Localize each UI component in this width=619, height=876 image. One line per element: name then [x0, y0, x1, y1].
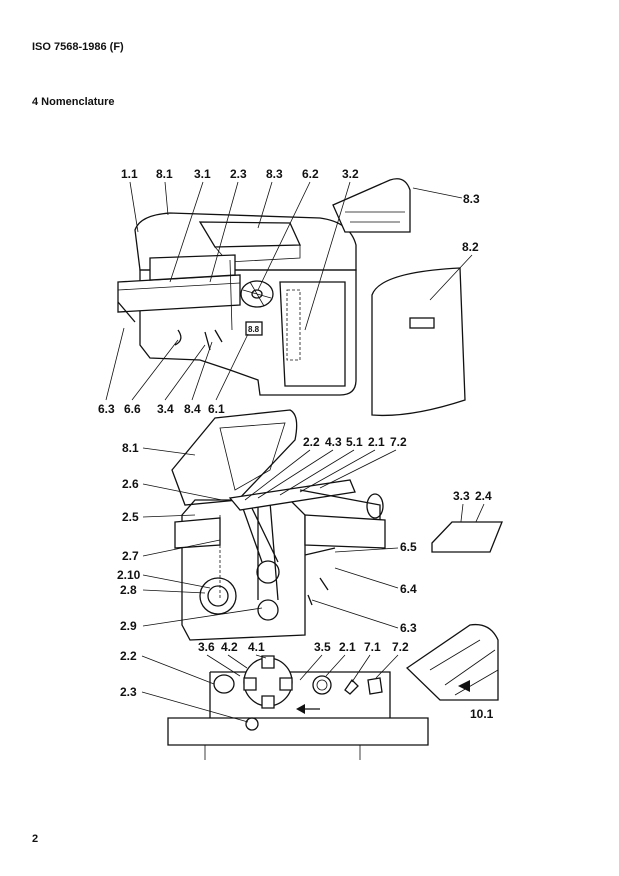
callout-8-1: 8.1 — [156, 167, 173, 181]
callout-1-1: 1.1 — [121, 167, 138, 181]
callout-2-2: 2.2 — [303, 435, 320, 449]
callout-2-6: 2.6 — [122, 477, 139, 491]
callout-10-1: 10.1 — [470, 707, 494, 721]
callout-6-6: 6.6 — [124, 402, 141, 416]
callout-2-4: 2.4 — [475, 489, 492, 503]
callout-6-1: 6.1 — [208, 402, 225, 416]
callout-6-3-top: 6.3 — [98, 402, 115, 416]
callout-7-1: 7.1 — [364, 640, 381, 654]
callout-2-10: 2.10 — [117, 568, 141, 582]
callout-2-7: 2.7 — [122, 549, 139, 563]
page-number: 2 — [32, 833, 39, 845]
section-heading: 4 Nomenclature — [32, 96, 115, 108]
bottom-callouts: 3.6 4.2 4.1 3.5 2.1 7.1 7.2 2.2 2.3 10.1 — [120, 640, 494, 723]
document-header: ISO 7568-1986 (F) — [32, 41, 124, 53]
callout-3-5: 3.5 — [314, 640, 331, 654]
callout-2-1: 2.1 — [368, 435, 385, 449]
callout-2-3-bottom: 2.3 — [120, 685, 137, 699]
callout-7-2: 7.2 — [390, 435, 407, 449]
callout-5-1: 5.1 — [346, 435, 363, 449]
callout-8-3: 8.3 — [266, 167, 283, 181]
callout-2-1-bottom: 2.1 — [339, 640, 356, 654]
callout-3-1: 3.1 — [194, 167, 211, 181]
cutter-detail — [167, 623, 499, 760]
callout-3-2: 3.2 — [342, 167, 359, 181]
callout-8-2: 8.2 — [462, 240, 479, 254]
callout-6-3-mid: 6.3 — [400, 621, 417, 635]
machine-top-view: 8.8 — [117, 178, 466, 417]
callout-2-5: 2.5 — [122, 510, 139, 524]
callout-2-8: 2.8 — [120, 583, 137, 597]
callout-2-2-bottom: 2.2 — [120, 649, 137, 663]
callout-8-3-hood: 8.3 — [463, 192, 480, 206]
callout-7-2-bottom: 7.2 — [392, 640, 409, 654]
middle-callouts: 8.1 2.2 4.3 5.1 2.1 7.2 2.6 2.5 2.7 2.10… — [117, 435, 503, 635]
callout-6-4: 6.4 — [400, 582, 417, 596]
callout-2-9: 2.9 — [120, 619, 137, 633]
callout-3-6: 3.6 — [198, 640, 215, 654]
callout-6-5: 6.5 — [400, 540, 417, 554]
callout-4-3: 4.3 — [325, 435, 342, 449]
callout-8-4: 8.4 — [184, 402, 201, 416]
callout-3-3: 3.3 — [453, 489, 470, 503]
callout-3-4: 3.4 — [157, 402, 174, 416]
callout-2-3: 2.3 — [230, 167, 247, 181]
machine-open-view — [171, 409, 386, 641]
plate-label: 8.8 — [248, 325, 260, 334]
callout-6-2: 6.2 — [302, 167, 319, 181]
callout-8-1-mid: 8.1 — [122, 441, 139, 455]
top-callouts: 1.1 8.1 3.1 2.3 8.3 6.2 3.2 8.3 8.2 6.3 … — [98, 167, 480, 416]
callout-4-1: 4.1 — [248, 640, 265, 654]
callout-4-2: 4.2 — [221, 640, 238, 654]
